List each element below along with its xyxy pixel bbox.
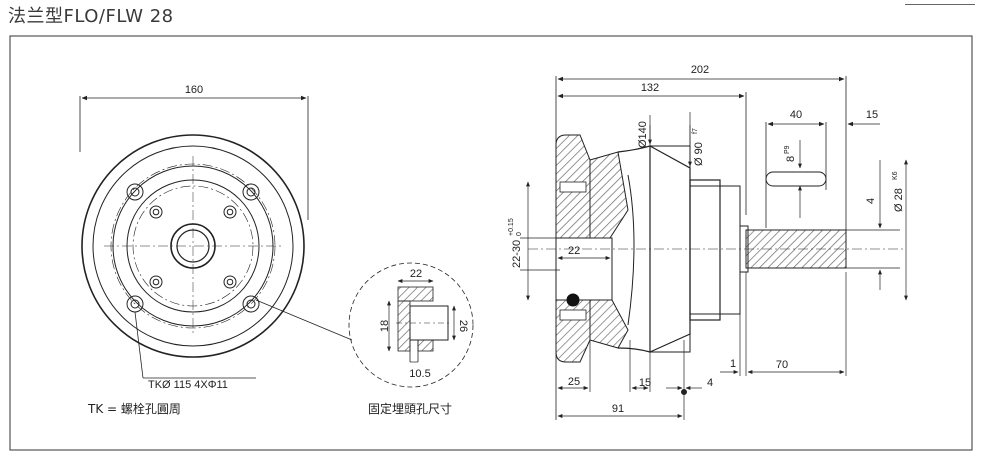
dim-key-8-tol: P9	[784, 145, 791, 154]
body-flange	[689, 179, 721, 321]
dim-202: 202	[691, 64, 709, 76]
tk-leader	[134, 311, 144, 379]
dim-70: 70	[776, 359, 788, 371]
detail-view	[348, 262, 474, 388]
dim-dia-140: Ø140	[637, 121, 649, 148]
dim-91: 91	[612, 403, 624, 415]
detail-dim-22: 22	[410, 268, 422, 280]
dim-dia-28-tol: K6	[892, 171, 899, 180]
tk-legend: TK = 螺栓孔圓周	[87, 401, 181, 416]
o-ring-icon	[566, 293, 580, 307]
dim-dia-28: Ø 28	[893, 188, 905, 212]
detail-dim-26: 26	[457, 320, 469, 332]
dim-15-bottom: 15	[639, 377, 651, 389]
dim-40: 40	[790, 109, 802, 121]
dim-key-8: 8	[785, 156, 797, 162]
detail-leader	[255, 299, 353, 341]
dim-fit-group: 22-30 +0.15 0	[508, 218, 523, 268]
dim-fit-range: 22-30	[511, 240, 523, 268]
tk-note: TKØ 115 4XΦ11	[148, 379, 228, 391]
keyway-slot	[765, 171, 827, 187]
dim-25: 25	[568, 376, 580, 388]
dim-bore-22: 22	[568, 245, 580, 257]
dim-dia-28-group: Ø 28 K6	[892, 171, 905, 212]
page-title: 法兰型FLO/FLW 28	[8, 6, 174, 27]
bolt-holes-inner	[149, 205, 237, 289]
dim-fit-tol-upper: +0.15	[508, 218, 515, 236]
dim-1: 1	[730, 358, 736, 370]
dim-key-8-group: 8 P9	[784, 145, 797, 162]
dim-4-bottom: 4	[707, 377, 713, 389]
dim-dia-90-group: Ø 90 f7	[692, 128, 705, 166]
dim-dia-90: Ø 90	[693, 142, 705, 166]
drawing-frame	[9, 35, 973, 451]
front-view	[79, 95, 353, 379]
header-rule	[905, 4, 975, 5]
dim-fit-tol-lower: 0	[516, 232, 523, 236]
dim-132: 132	[641, 82, 659, 94]
flange-outer-circle	[81, 134, 305, 358]
detail-circle	[348, 262, 474, 388]
dim-15-top: 15	[866, 109, 878, 121]
detail-dim-10-5: 10.5	[409, 368, 430, 380]
dim-160: 160	[185, 84, 203, 96]
side-view	[520, 76, 908, 420]
dim-dia-90-tol: f7	[692, 128, 699, 134]
dim-key-4: 4	[865, 198, 877, 204]
detail-caption: 固定埋頭孔尺寸	[368, 401, 452, 416]
detail-dim-18: 18	[379, 320, 391, 332]
